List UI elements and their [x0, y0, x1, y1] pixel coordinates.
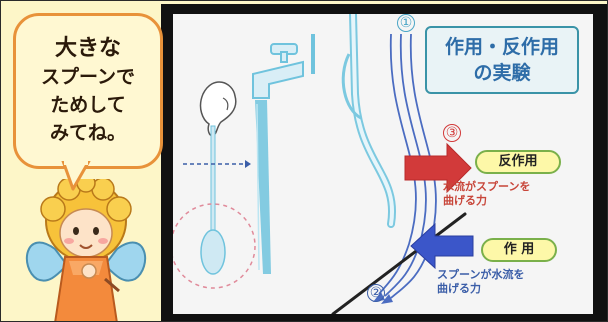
action-label: 作 用 — [481, 238, 557, 262]
bubble-line-3: ためして — [50, 94, 126, 116]
water-stream — [255, 100, 271, 274]
slide-title-line-2: の実験 — [473, 62, 531, 84]
speech-bubble: 大きな スプーンで ためして みてね。 — [13, 13, 163, 169]
action-caption: スプーンが水流を 曲げる力 — [437, 268, 524, 296]
slide-title-line-1: 作用・反作用 — [444, 36, 559, 58]
slide-canvas: ① ③ ② 作用・反作用 の実験 反作用 水流がスプーンを 曲げる力 作 用 ス… — [173, 14, 593, 314]
reaction-label: 反作用 — [475, 150, 561, 174]
reaction-caption-line-2: 曲げる力 — [443, 194, 487, 207]
bent-spoon-icon — [341, 14, 397, 228]
experiment-drawing — [173, 14, 474, 314]
slide-title-box: 作用・反作用 の実験 — [425, 26, 579, 94]
faucet-icon — [252, 34, 315, 99]
bubble-line-2: スプーンで — [40, 66, 136, 88]
speech-bubble-tail — [61, 161, 91, 191]
reaction-caption-line-1: 水流がスプーンを — [443, 180, 531, 193]
experiment-slide: ① ③ ② 作用・反作用 の実験 反作用 水流がスプーンを 曲げる力 作 用 ス… — [161, 4, 607, 321]
bubble-line-1: 大きな — [54, 36, 121, 61]
bubble-line-4: みてね。 — [49, 122, 126, 144]
reaction-caption: 水流がスプーンを 曲げる力 — [443, 180, 530, 208]
step-2-label: ② — [367, 284, 385, 302]
step-3-label: ③ — [443, 124, 461, 142]
spoon-icon — [200, 125, 226, 275]
hand-icon — [199, 81, 237, 137]
action-arrow-icon — [410, 222, 474, 270]
pointer-stick — [331, 212, 467, 314]
fairy-character-icon — [25, 179, 147, 321]
reaction-arrow-icon — [404, 142, 472, 194]
action-caption-line-1: スプーンが水流を — [437, 268, 525, 281]
action-caption-line-2: 曲げる力 — [437, 282, 481, 295]
step-1-label: ① — [397, 14, 415, 32]
